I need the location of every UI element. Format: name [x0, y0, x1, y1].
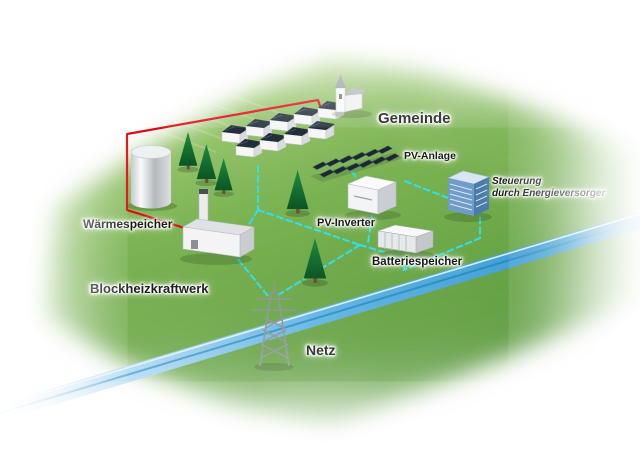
pv-inverter-icon: [345, 175, 401, 220]
label-steuerung: Steuerung durch Energieversorger: [492, 176, 605, 200]
label-pv-anlage: PV-Anlage: [404, 150, 456, 162]
transmission-tower-icon: [252, 283, 297, 371]
label-steuerung-line2: durch Energieversorger: [492, 188, 606, 199]
bhkw-plant-icon: [180, 188, 255, 265]
church-icon: [332, 74, 372, 118]
label-waermespeicher: Wärmespeicher: [83, 217, 173, 231]
utility-building-icon: [444, 170, 492, 222]
waermespeicher-tank-icon: [127, 145, 177, 211]
river: [0, 212, 640, 421]
label-netz: Netz: [306, 342, 336, 358]
pv-array-icon: [310, 145, 404, 182]
label-batteriespeicher: Batteriespeicher: [372, 256, 463, 268]
heat-pipe-line: [125, 98, 324, 238]
label-pv-inverter: PV-Inverter: [317, 217, 376, 229]
label-steuerung-line1: Steuerung: [492, 176, 542, 187]
label-blockheizkraftwerk: Blockheizkraftwerk: [90, 281, 209, 296]
label-gemeinde: Gemeinde: [378, 110, 451, 127]
battery-storage-icon: [377, 224, 434, 260]
